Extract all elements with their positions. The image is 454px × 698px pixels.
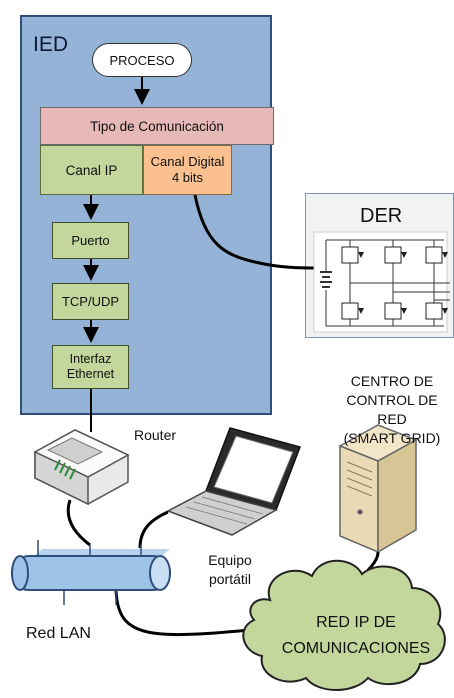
centro-control-label: CENTRO DE CONTROL DE RED (SMART GRID) (330, 372, 454, 448)
flow-arrows (83, 77, 150, 343)
router-label: Router (134, 427, 177, 443)
interfaz-line2: Ethernet (66, 367, 115, 381)
digital-cable (193, 194, 321, 270)
tcp-udp-box: TCP/UDP (52, 283, 129, 320)
inverter-schematic (313, 231, 450, 333)
red-ip-label: RED IP DE COMUNICACIONES (268, 610, 444, 662)
laptop-icon (166, 427, 301, 536)
equipo-portatil-label: Equipo portátil (195, 551, 265, 589)
cloud-shape (242, 559, 446, 691)
canal-digital-line1: Canal Digital (150, 154, 225, 169)
canal-digital-line2: 4 bits (171, 170, 204, 185)
canal-digital-box: Canal Digital 4 bits (143, 145, 232, 195)
tipo-comunicacion-box: Tipo de Comunicación (40, 107, 274, 145)
interfaz-ethernet-box: Interfaz Ethernet (52, 345, 129, 389)
centro-line2: CONTROL DE RED (346, 392, 438, 427)
centro-line3: (SMART GRID) (343, 430, 441, 446)
red-ip-line1: RED IP DE (316, 614, 396, 631)
interfaz-line1: Interfaz (69, 352, 112, 366)
red-ip-line2: COMUNICACIONES (281, 640, 431, 657)
equipo-line2: portátil (208, 571, 252, 587)
canal-ip-box: Canal IP (40, 145, 143, 195)
der-title: DER (360, 205, 403, 227)
equipo-line1: Equipo (208, 552, 252, 568)
centro-line1: CENTRO DE (350, 373, 434, 389)
puerto-box: Puerto (52, 222, 129, 259)
router-icon (33, 429, 130, 506)
lan-bus (11, 540, 171, 605)
ied-title: IED (33, 33, 69, 56)
proceso-node: PROCESO (92, 43, 192, 77)
red-lan-label: Red LAN (26, 625, 91, 642)
